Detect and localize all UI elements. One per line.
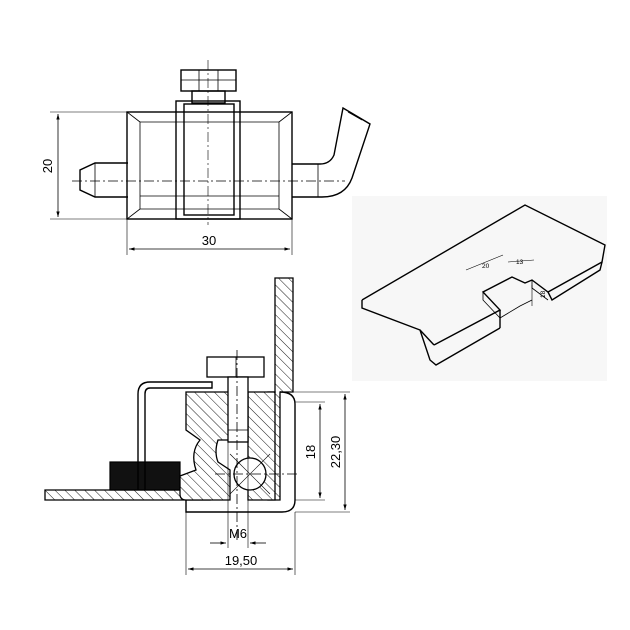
front-view: 20 30	[40, 60, 371, 255]
sheet-dim-offset: 13	[516, 259, 524, 266]
sheet-dim-cut-width: 20	[482, 263, 490, 270]
screw-block	[175, 69, 241, 220]
dim-section-width: 19,50	[185, 512, 296, 575]
dim-inner-height-label: 18	[303, 445, 318, 459]
dim-outer-height-label: 22,30	[328, 436, 343, 469]
dim-width-label: 30	[202, 233, 216, 248]
dim-thread: M6	[210, 442, 266, 548]
bent-pin	[292, 106, 371, 198]
dim-inner-height: 18	[295, 401, 325, 501]
dim-height-20: 20	[40, 111, 127, 220]
sheet-dim-depth: 18	[540, 290, 547, 298]
section-view: 18 22,30 M6 19,50	[44, 277, 350, 575]
hinge-body	[126, 111, 293, 220]
dim-outer-height: 22,30	[290, 391, 350, 513]
section-screw	[206, 356, 265, 443]
dim-width-30: 30	[126, 219, 293, 255]
dim-thread-label: M6	[229, 526, 247, 541]
housing-outline	[137, 381, 213, 490]
dim-section-width-label: 19,50	[225, 553, 258, 568]
dim-height-label: 20	[40, 159, 55, 173]
sheet-detail-view: 20 13 18	[352, 196, 607, 381]
left-pin	[79, 162, 128, 198]
hinge-section	[179, 391, 236, 501]
